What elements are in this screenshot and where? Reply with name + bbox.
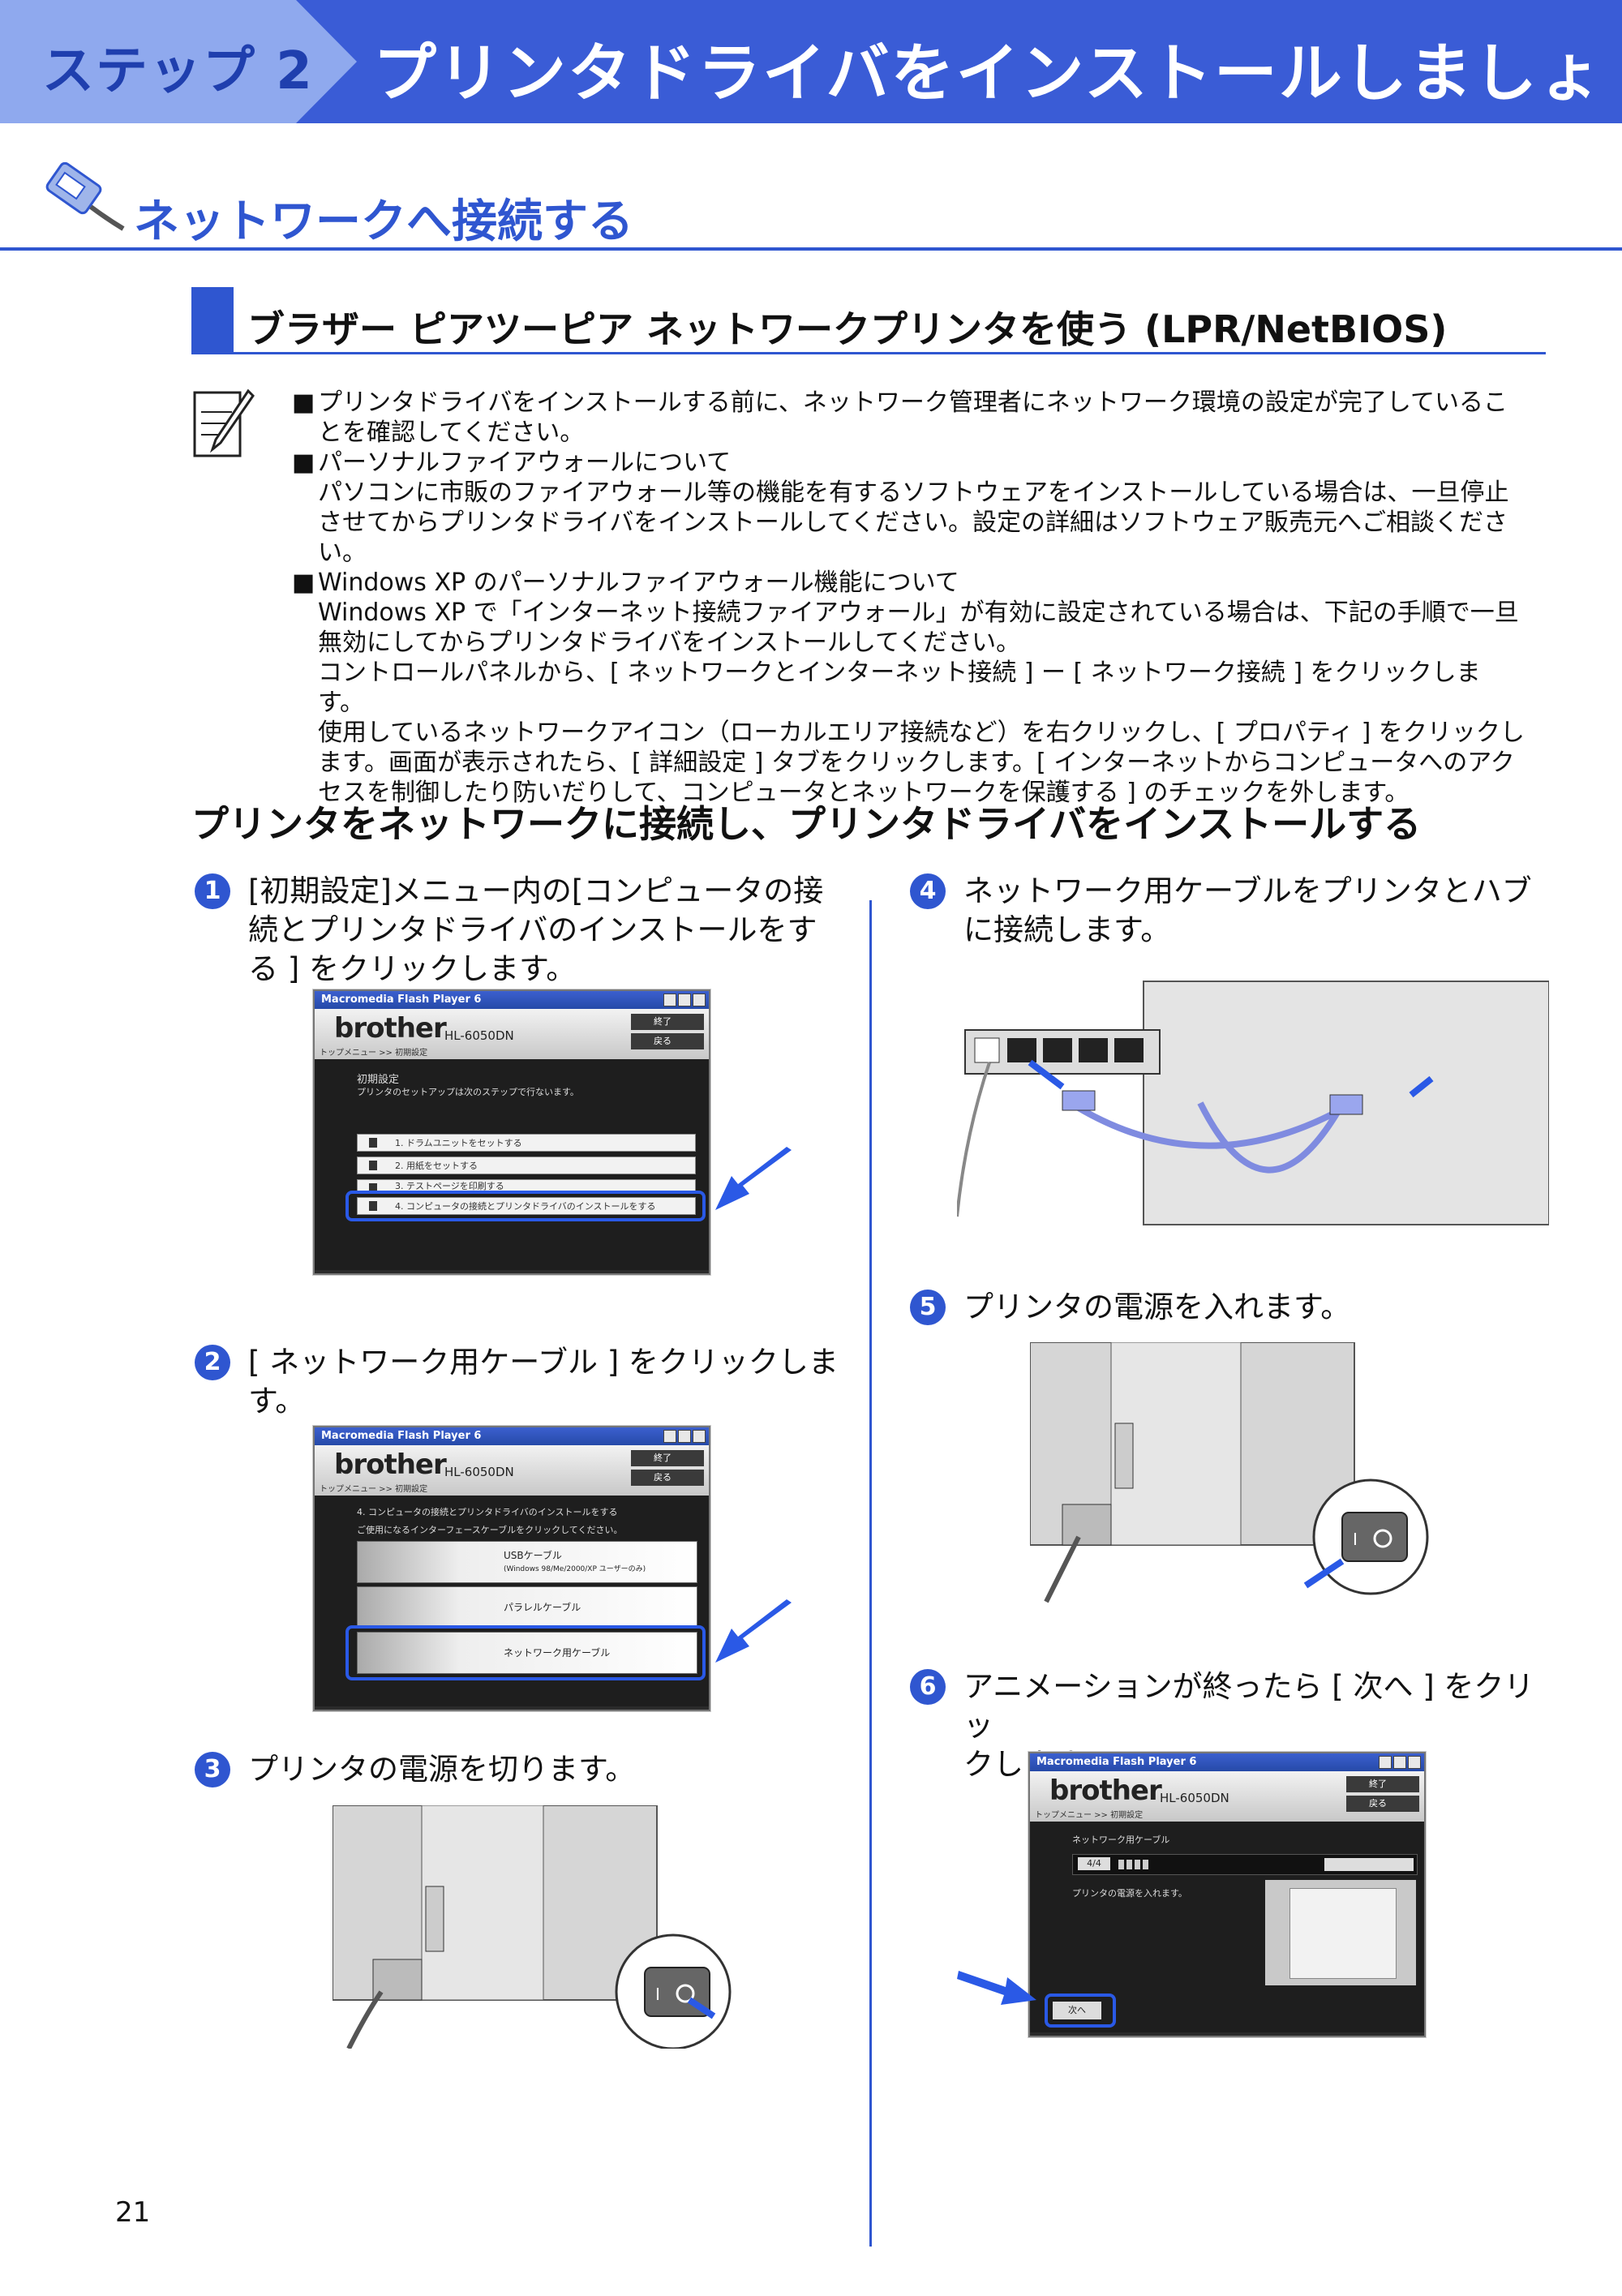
installer-window-network-animation: Macromedia Flash Player 6 brother HL-605…	[1028, 1752, 1426, 2037]
model-name: HL-6050DN	[444, 1028, 514, 1043]
exit-button[interactable]: 終了	[631, 1014, 704, 1030]
maximize-icon[interactable]	[678, 1430, 691, 1443]
section-rule	[0, 247, 1622, 251]
step-number: 3	[195, 1752, 230, 1787]
maximize-icon[interactable]	[678, 994, 691, 1006]
page-number: 21	[115, 2196, 151, 2229]
step-number: 5	[910, 1290, 946, 1325]
section-title: ネットワークへ接続する	[134, 195, 633, 248]
pointer-arrow-icon	[715, 1147, 792, 1210]
minimize-icon[interactable]	[1379, 1756, 1392, 1769]
highlight-frame	[1045, 1993, 1116, 2028]
step-2: 2 [ ネットワーク用ケーブル ] をクリックしま す。	[195, 1343, 843, 1421]
back-button[interactable]: 戻る	[1346, 1796, 1419, 1812]
step-3: 3 プリンタの電源を切ります。	[195, 1750, 843, 1789]
page-counter: 4/4	[1078, 1857, 1110, 1870]
minimize-icon[interactable]	[663, 994, 676, 1006]
step-number: 6	[910, 1669, 946, 1705]
pointer-arrow-icon	[957, 1971, 1036, 2005]
step-label: ステップ 2	[42, 41, 314, 101]
printer-power-off-illustration: I	[333, 1805, 738, 2049]
close-icon[interactable]	[693, 1430, 706, 1443]
close-icon[interactable]	[693, 994, 706, 1006]
step-5: 5 プリンタの電源を入れます。	[910, 1288, 1559, 1327]
note-pencil-icon	[193, 388, 255, 457]
breadcrumb: トップメニュー >> 初期設定	[320, 1049, 428, 1058]
playback-controls[interactable]	[1324, 1858, 1414, 1871]
minimize-icon[interactable]	[663, 1430, 676, 1443]
step-6: 6 アニメーションが終ったら [ 次へ ] をクリッ クします。	[910, 1667, 1559, 1784]
parallel-cable-option[interactable]: パラレルケーブル	[357, 1586, 697, 1629]
procedure-heading: プリンタをネットワークに接続し、プリンタドライバをインストールする	[191, 802, 1422, 846]
network-cable-icon	[45, 162, 125, 231]
printer-photo	[1265, 1880, 1416, 1985]
page-title: プリンタドライバをインストールしましょう	[373, 37, 1603, 201]
progress-segments	[1118, 1860, 1151, 1869]
subsection-title: ブラザー ピアツーピア ネットワークプリンタを使う (LPR/NetBIOS)	[247, 307, 1448, 351]
subsection-marker	[191, 287, 234, 354]
menu-item-paper[interactable]: 2. 用紙をセットする	[357, 1157, 696, 1174]
installer-window-initial-setup: Macromedia Flash Player 6 brother HL-605…	[313, 989, 710, 1275]
breadcrumb: トップメニュー >> 初期設定	[1035, 1811, 1144, 1820]
note-item: ■ Windows XP のパーソナルファイアウォール機能について Window…	[292, 569, 1525, 807]
step-1: 1 [初期設定]メニュー内の[コンピュータの接 続とプリンタドライバのインストー…	[195, 872, 843, 989]
highlight-frame	[345, 1191, 706, 1221]
step-number: 4	[910, 873, 946, 909]
step-number: 1	[195, 873, 230, 909]
network-cable-option[interactable]: ネットワーク用ケーブル	[357, 1632, 697, 1674]
subsection-rule	[191, 352, 1546, 354]
svg-text:I: I	[655, 1985, 660, 2004]
next-button[interactable]: 次へ	[1053, 2002, 1101, 2019]
model-name: HL-6050DN	[1160, 1791, 1229, 1805]
installer-window-cable-select: Macromedia Flash Player 6 brother HL-605…	[313, 1426, 710, 1711]
pointer-arrow-icon	[715, 1599, 792, 1663]
exit-button[interactable]: 終了	[1346, 1776, 1419, 1792]
back-button[interactable]: 戻る	[631, 1033, 704, 1049]
column-divider	[869, 900, 872, 2247]
hub-cable-connection-illustration	[957, 973, 1549, 1233]
step-number: 2	[195, 1345, 230, 1380]
brother-logo: brother	[1049, 1775, 1162, 1807]
animation-progress-bar: 4/4	[1072, 1854, 1418, 1875]
maximize-icon[interactable]	[1393, 1756, 1406, 1769]
close-icon[interactable]	[1408, 1756, 1421, 1769]
menu-item-install-driver[interactable]: 4. コンピュータの接続とプリンタドライバのインストールをする	[357, 1197, 696, 1215]
menu-item-drum[interactable]: 1. ドラムユニットをセットする	[357, 1134, 696, 1152]
brother-logo: brother	[334, 1012, 447, 1045]
step-4: 4 ネットワーク用ケーブルをプリンタとハブ に接続します。	[910, 872, 1559, 950]
note-item: ■ プリンタドライバをインストールする前に、ネットワーク管理者にネットワーク環境…	[292, 388, 1508, 447]
usb-cable-option[interactable]: USBケーブル (Windows 98/Me/2000/XP ユーザーのみ)	[357, 1541, 697, 1583]
step-tab	[0, 0, 357, 123]
brother-logo: brother	[334, 1448, 447, 1481]
exit-button[interactable]: 終了	[631, 1450, 704, 1466]
back-button[interactable]: 戻る	[631, 1470, 704, 1486]
model-name: HL-6050DN	[444, 1465, 514, 1479]
note-block: ■ プリンタドライバをインストールする前に、ネットワーク管理者にネットワーク環境…	[292, 388, 1525, 808]
note-item: ■ パーソナルファイアウォールについて パソコンに市販のファイアウォール等の機能…	[292, 448, 1509, 567]
highlight-frame	[345, 1625, 706, 1680]
svg-text:I: I	[1353, 1530, 1358, 1549]
breadcrumb: トップメニュー >> 初期設定	[320, 1485, 428, 1494]
printer-power-on-illustration: I	[1030, 1342, 1435, 1610]
